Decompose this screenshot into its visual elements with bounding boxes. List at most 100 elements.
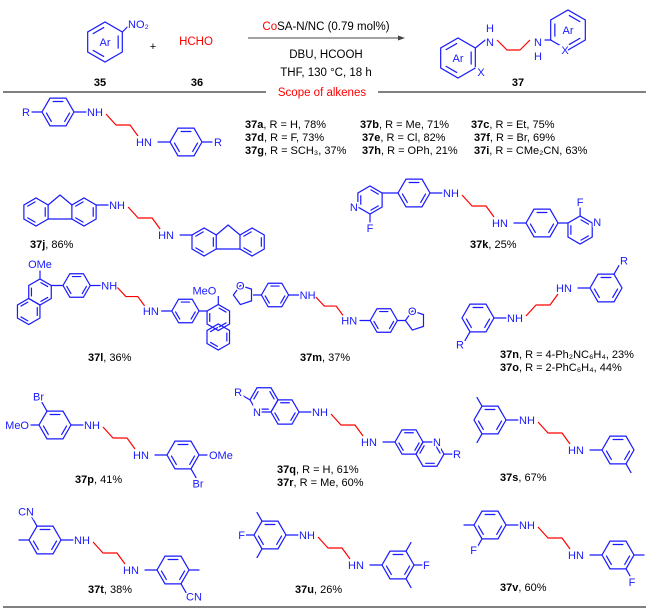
label-37o: 37o, R = 2-PhC₆H₄, 44%	[500, 362, 622, 374]
substituent-bond	[625, 463, 632, 474]
double-bond	[92, 49, 105, 58]
plus-sign: +	[150, 41, 156, 53]
label-37k: 37k, 25%	[470, 239, 517, 251]
double-bond	[477, 420, 484, 431]
amine-nh: NH	[443, 188, 459, 200]
double-bond	[404, 565, 411, 576]
atom-label: F	[629, 577, 636, 589]
benzene-ring	[166, 440, 200, 470]
atom-label: OMe	[209, 450, 233, 462]
double-bond	[51, 540, 58, 551]
atom-label: Br	[193, 479, 204, 491]
benzene-ring	[28, 525, 62, 555]
double-bond	[580, 235, 589, 241]
nitro-label: NO₂	[128, 19, 149, 31]
double-bond	[445, 42, 458, 51]
fluorene-ring	[191, 227, 217, 257]
double-bond	[529, 223, 536, 234]
benzene-ring	[473, 510, 507, 540]
double-bond	[192, 142, 199, 153]
label-37u: 37u, 26%	[295, 584, 342, 596]
ar-label: Ar	[453, 53, 464, 65]
substituent-bond	[405, 541, 412, 552]
benzene-ring	[461, 303, 495, 333]
substituent-bond	[121, 24, 130, 33]
ethylene-linker	[116, 287, 146, 307]
atom-label: N	[253, 407, 261, 419]
double-bond	[274, 412, 280, 421]
double-bond	[269, 391, 275, 400]
catalyst-support: SA-N/NC (0.79 mol%)	[277, 21, 390, 33]
atom-label: R	[620, 255, 628, 267]
atom-label: MeO	[192, 286, 216, 298]
amine-nh: NH	[109, 200, 125, 212]
substituent-bond	[476, 433, 483, 444]
ethylene-linker	[461, 194, 495, 218]
double-bond	[496, 525, 503, 536]
double-bond	[373, 320, 379, 330]
section-title: Scope of alkenes	[278, 87, 366, 99]
atom-label: N	[433, 437, 441, 449]
atom-label: F	[367, 223, 374, 235]
double-bond	[465, 318, 472, 329]
double-bond	[264, 295, 270, 304]
substituent-bond	[613, 264, 620, 275]
quinoline-ring	[415, 441, 445, 467]
label-37p: 37p, 41%	[75, 474, 122, 486]
benzene-ring	[589, 273, 623, 303]
double-bond	[218, 322, 227, 328]
double-bond	[370, 189, 379, 195]
label-37i: 37i, R = CMe₂CN, 63%	[474, 145, 588, 157]
benzene-ring	[525, 208, 559, 238]
label-37b: 37b, R = Me, 71%	[360, 119, 449, 131]
double-bond	[189, 455, 196, 466]
double-bond	[398, 442, 404, 451]
double-bond	[624, 555, 631, 566]
substituent-bond	[256, 511, 263, 522]
amine-hn: HN	[158, 230, 174, 242]
double-bond	[385, 565, 392, 576]
ethylene-linker	[496, 39, 531, 51]
naphthalene-ring	[206, 323, 231, 351]
double-bond	[280, 295, 286, 304]
double-bond	[257, 535, 264, 546]
amine-nh: NH	[312, 407, 328, 419]
double-bond	[435, 445, 441, 454]
pyridine-ring	[357, 185, 383, 215]
amine-hn: HN	[348, 560, 364, 572]
amine-h: H	[486, 23, 494, 35]
amine-n: N	[486, 37, 494, 49]
double-bond	[40, 282, 49, 288]
label-37c: 37c, R = Et, 75%	[471, 119, 555, 131]
double-bond	[64, 112, 71, 123]
double-bond	[75, 217, 84, 223]
amine-nh: NH	[84, 420, 100, 432]
furan-oxygen: O	[408, 306, 417, 318]
quinoline-ring	[270, 399, 300, 425]
fluorene-bridge	[47, 194, 73, 206]
double-bond	[612, 288, 619, 299]
bond	[474, 39, 486, 49]
atom-label: F	[238, 530, 245, 542]
double-bond	[253, 391, 259, 400]
double-bond	[414, 442, 420, 451]
atom-label: MeO	[5, 420, 29, 432]
double-bond	[209, 327, 219, 333]
ar-label: Ar	[100, 37, 111, 49]
double-bond	[243, 231, 252, 237]
product-number: 37	[512, 77, 524, 89]
double-bond	[484, 318, 491, 329]
double-bond	[45, 112, 52, 123]
atom-label: R	[22, 107, 30, 119]
substituent-bond	[190, 468, 197, 479]
label-37f: 37f, R = Br, 69%	[474, 132, 555, 144]
atom-label: R	[214, 137, 222, 149]
ethylene-linker	[102, 426, 136, 450]
